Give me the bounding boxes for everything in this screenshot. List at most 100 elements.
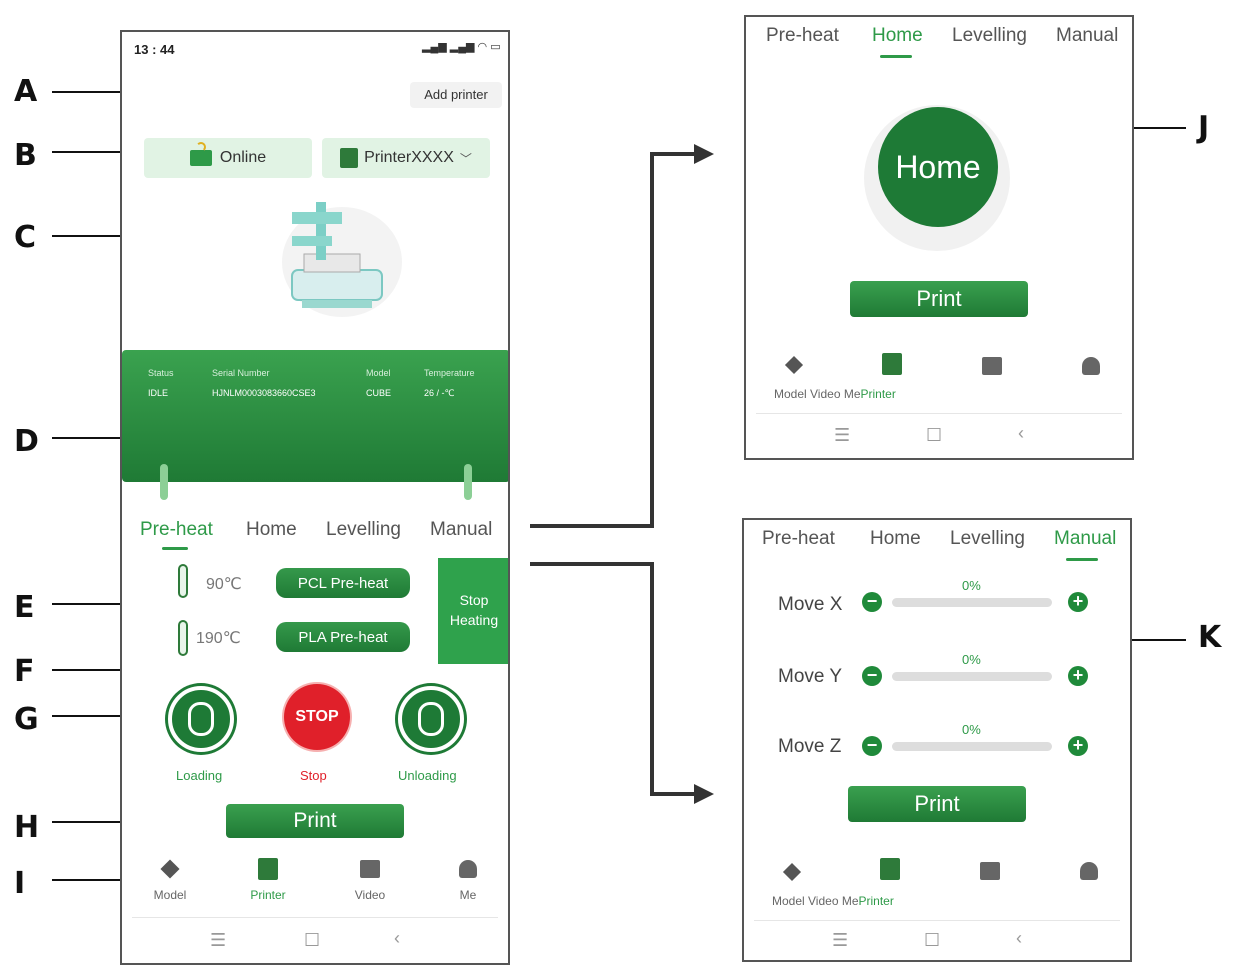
callout-i: I — [14, 866, 26, 901]
tab-preheat[interactable]: Pre-heat — [762, 528, 835, 549]
move-x-minus-button[interactable]: − — [862, 592, 882, 612]
divider — [132, 917, 498, 918]
tab-home[interactable]: Home — [870, 528, 921, 549]
stop-heating-button[interactable]: Stop Heating — [438, 558, 508, 664]
nav-video[interactable]: Video — [350, 860, 390, 902]
tab-manual[interactable]: Manual — [1056, 25, 1119, 46]
print-button[interactable]: Print — [848, 786, 1026, 822]
temperature-label: Temperature — [424, 368, 475, 378]
stop-label: Stop — [300, 768, 327, 783]
pla-preheat-button[interactable]: PLA Pre-heat — [276, 622, 410, 652]
tab-levelling[interactable]: Levelling — [952, 25, 1027, 46]
cube-icon — [160, 859, 180, 879]
pcl-preheat-button[interactable]: PCL Pre-heat — [276, 568, 410, 598]
callout-b: B — [14, 138, 37, 173]
tab-manual[interactable]: Manual — [430, 519, 493, 540]
move-y-label: Move Y — [778, 666, 843, 687]
online-label: Online — [219, 149, 267, 166]
printer-icon — [258, 858, 278, 880]
user-icon[interactable] — [1080, 862, 1098, 880]
nav-labels-text: Model Video Me — [772, 894, 859, 908]
back-icon[interactable]: ‹ — [1018, 423, 1024, 443]
unloading-button[interactable] — [398, 686, 464, 752]
menu-icon[interactable]: ☰ — [210, 930, 227, 950]
move-y-minus-button[interactable]: − — [862, 666, 882, 686]
home-square-icon[interactable]: ☐ — [926, 425, 943, 445]
pin-left-icon — [160, 464, 168, 500]
nav-printer-label: Printer — [860, 387, 896, 401]
tab-levelling[interactable]: Levelling — [326, 519, 401, 540]
move-y-percent: 0% — [962, 652, 981, 667]
move-z-minus-button[interactable]: − — [862, 736, 882, 756]
move-z-plus-button[interactable]: + — [1068, 736, 1088, 756]
move-x-plus-button[interactable]: + — [1068, 592, 1088, 612]
user-icon[interactable] — [1082, 357, 1100, 375]
router-icon — [189, 142, 212, 166]
online-status[interactable]: Online — [144, 138, 312, 178]
pin-right-icon — [464, 464, 472, 500]
tab-home[interactable]: Home — [872, 25, 923, 46]
stop-button-label: STOP — [295, 708, 339, 725]
clapperboard-icon[interactable] — [980, 862, 1000, 880]
home-panel: Pre-heat Home Levelling Manual Home Prin… — [744, 15, 1134, 460]
print-button[interactable]: Print — [850, 281, 1028, 317]
tab-preheat-underline — [162, 547, 188, 550]
manual-panel: Pre-heat Home Levelling Manual Move X − … — [742, 518, 1132, 962]
serial-value: HJNLM0003083660CSE3 — [212, 388, 316, 398]
nav-me[interactable]: Me — [448, 860, 488, 902]
callout-d: D — [14, 424, 39, 459]
home-button[interactable]: Home — [878, 107, 998, 227]
nav-labels: Model Video MePrinter — [774, 387, 896, 401]
status-time: 13 : 44 — [134, 42, 175, 57]
move-y-plus-button[interactable]: + — [1068, 666, 1088, 686]
tab-preheat[interactable]: Pre-heat — [766, 25, 839, 46]
thermometer-icon — [178, 620, 188, 656]
model-value: CUBE — [366, 388, 392, 398]
signal-battery-icon: ▂▄▆ ▂▄▆ ◠ ▭ — [422, 41, 501, 53]
tab-manual[interactable]: Manual — [1054, 528, 1117, 549]
filament-icon — [418, 702, 444, 736]
move-x-label: Move X — [778, 594, 843, 615]
move-y-slider[interactable] — [892, 672, 1052, 681]
tab-preheat[interactable]: Pre-heat — [140, 519, 213, 540]
tab-levelling[interactable]: Levelling — [950, 528, 1025, 549]
tab-home-underline — [880, 55, 912, 58]
nav-printer[interactable]: Printer — [246, 858, 290, 902]
cube-icon[interactable] — [782, 862, 802, 882]
tab-home[interactable]: Home — [246, 519, 297, 540]
add-printer-button[interactable]: Add printer — [410, 82, 502, 108]
divider — [754, 920, 1120, 921]
pcl-temp: 90℃ — [206, 576, 242, 593]
back-icon[interactable]: ‹ — [1016, 928, 1022, 948]
nav-model-label: Model — [153, 888, 187, 902]
stop-button[interactable]: STOP — [284, 684, 350, 750]
nav-labels-text: Model Video Me — [774, 387, 861, 401]
divider — [756, 413, 1122, 414]
move-z-slider[interactable] — [892, 742, 1052, 751]
back-icon[interactable]: ‹ — [394, 928, 400, 948]
callout-g: G — [14, 702, 39, 737]
nav-model[interactable]: Model — [150, 859, 190, 902]
callout-c: C — [14, 220, 37, 255]
loading-label: Loading — [176, 768, 223, 783]
printer-selector[interactable]: PrinterXXXX ﹀ — [322, 138, 490, 178]
clapperboard-icon[interactable] — [982, 357, 1002, 375]
nav-video-label: Video — [354, 888, 386, 902]
print-button[interactable]: Print — [226, 804, 404, 838]
cube-icon[interactable] — [784, 355, 804, 375]
home-square-icon[interactable]: ☐ — [304, 930, 321, 950]
chevron-down-icon: ﹀ — [459, 151, 472, 166]
menu-icon[interactable]: ☰ — [832, 930, 849, 950]
phone-screen: 13 : 44 ▂▄▆ ▂▄▆ ◠ ▭ Add printer Online P… — [120, 30, 510, 965]
printer-info-banner: Status IDLE Serial Number HJNLM000308366… — [122, 350, 508, 482]
printer-icon[interactable] — [882, 353, 902, 375]
printer-icon[interactable] — [880, 858, 900, 880]
temperature-value: 26 / -℃ — [424, 388, 455, 398]
serial-label: Serial Number — [212, 368, 270, 378]
menu-icon[interactable]: ☰ — [834, 425, 851, 445]
loading-button[interactable] — [168, 686, 234, 752]
callout-f: F — [14, 654, 35, 689]
home-square-icon[interactable]: ☐ — [924, 930, 941, 950]
nav-me-label: Me — [459, 888, 477, 902]
move-x-slider[interactable] — [892, 598, 1052, 607]
